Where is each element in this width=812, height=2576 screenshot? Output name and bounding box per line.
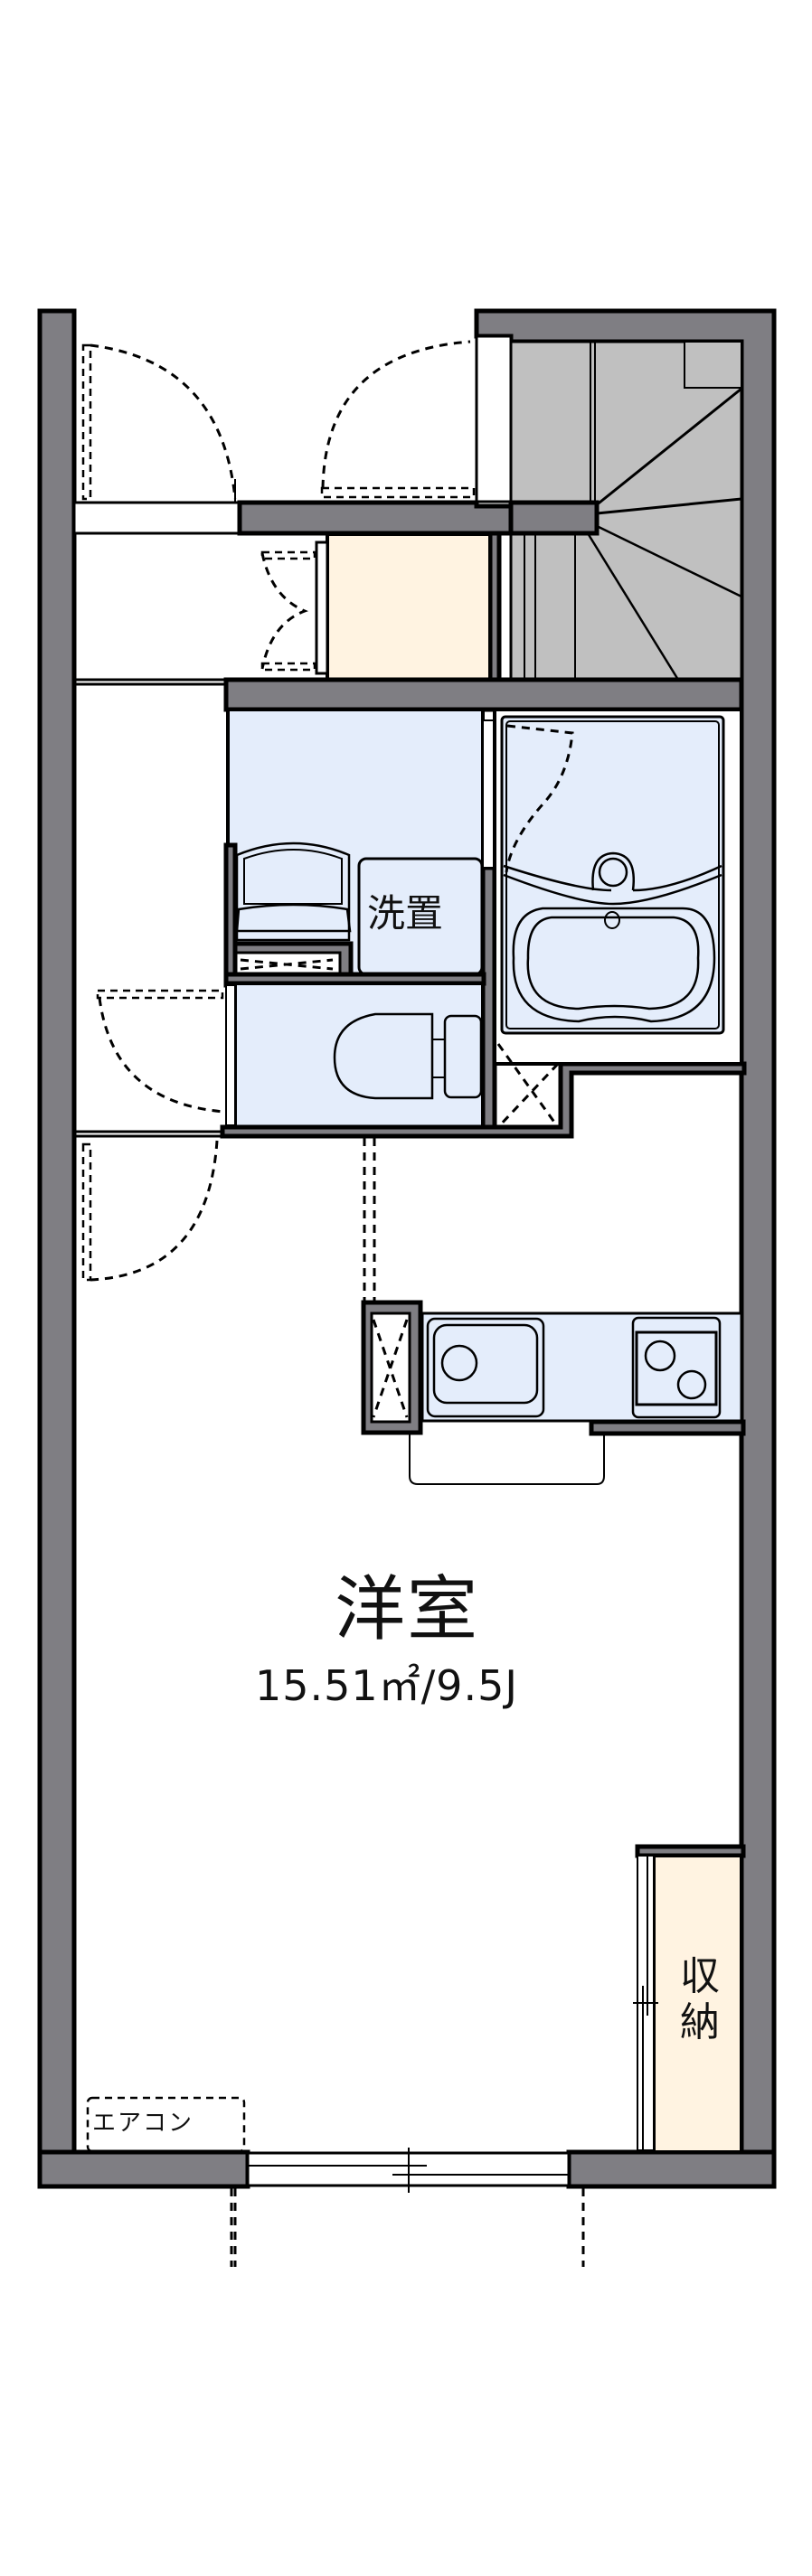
washer-label: 洗置 (367, 891, 444, 935)
storage (652, 1854, 743, 2154)
entry-step (72, 501, 241, 535)
toilet-door-icon (96, 989, 225, 1114)
pillar (475, 334, 513, 503)
balcony-line-icon (230, 2188, 585, 2267)
air-conditioner-label: エアコン (92, 2110, 194, 2137)
stove-icon (631, 1316, 722, 1419)
closet-cross-icon (496, 1043, 560, 1129)
washroom-left-wall (223, 842, 238, 988)
sliding-door-icon (633, 1855, 658, 2151)
stairs-bottom-wall (223, 677, 744, 712)
stair-landing-wall (508, 500, 600, 536)
shoe-closet (326, 532, 492, 682)
bathtub-icon (500, 715, 725, 1035)
closet-door-icon (320, 340, 476, 499)
bottom-wall-left (37, 2149, 250, 2189)
kitchen-wall (589, 1419, 746, 1436)
toilet-room (233, 982, 485, 1129)
room-name: 洋室 (335, 1569, 480, 1650)
toilet-icon (333, 1012, 483, 1100)
partition-dashed-icon (363, 1138, 376, 1302)
air-conditioner-box (86, 2096, 246, 2153)
kitchen-drawer (409, 1434, 605, 1485)
room-door-icon (81, 1140, 219, 1282)
kitchen-sink-icon (426, 1317, 545, 1418)
bottom-wall-right (566, 2149, 777, 2189)
shoe-closet-door-icon (260, 550, 316, 672)
refrigerator-space-icon (361, 1300, 423, 1435)
wetarea-bottom-wall (220, 1061, 747, 1139)
washbasin-icon (235, 841, 352, 942)
entrance-door-icon (81, 343, 237, 503)
window-icon (246, 2148, 571, 2193)
shoe-closet-door (315, 541, 329, 675)
toilet-door-frame (225, 984, 236, 1126)
room-area: 15.51㎡/9.5J (255, 1661, 518, 1710)
left-outer-wall (37, 308, 77, 2188)
storage-label: 収納 (680, 1953, 720, 2045)
